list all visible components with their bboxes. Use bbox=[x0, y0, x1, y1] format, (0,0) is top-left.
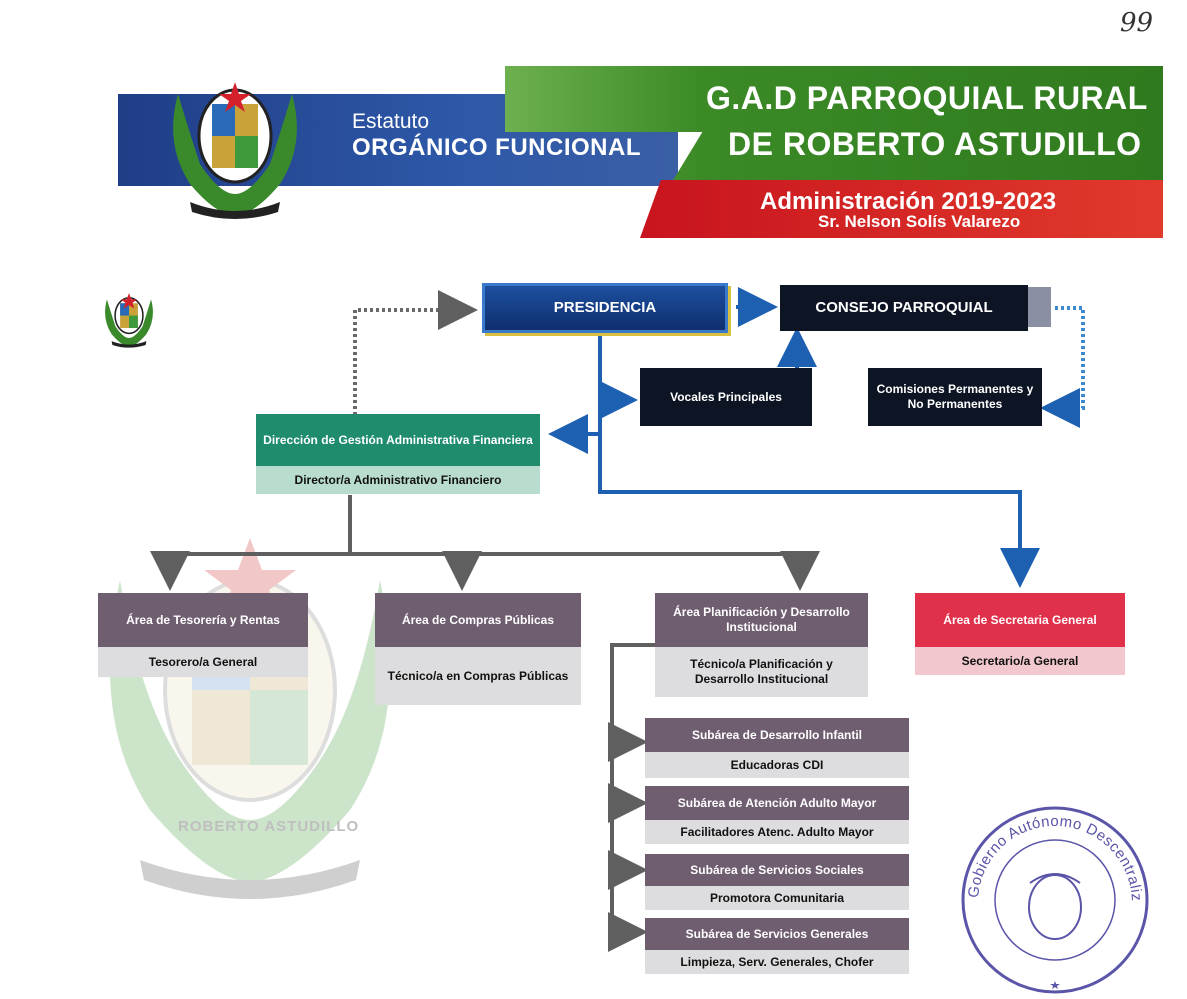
sub-generales-box: Subárea de Servicios Generales bbox=[645, 918, 909, 950]
coat-of-arms-logo bbox=[173, 82, 297, 219]
header-red-band bbox=[640, 180, 1163, 238]
planificacion-role: Técnico/a Planificación y Desarrollo Ins… bbox=[655, 647, 868, 697]
sub-adulto-box: Subárea de Atención Adulto Mayor bbox=[645, 786, 909, 820]
statute-big-text: ORGÁNICO FUNCIONAL bbox=[352, 134, 641, 161]
sub-adulto-role: Facilitadores Atenc. Adulto Mayor bbox=[645, 820, 909, 844]
direccion-role: Director/a Administrativo Financiero bbox=[256, 466, 540, 494]
tesoreria-box: Área de Tesorería y Rentas bbox=[98, 593, 308, 647]
header-title-line2: DE ROBERTO ASTUDILLO bbox=[728, 126, 1142, 162]
direccion-box: Dirección de Gestión Administrativa Fina… bbox=[256, 414, 540, 466]
sub-sociales-box: Subárea de Servicios Sociales bbox=[645, 854, 909, 886]
consejo-parroquial-box: CONSEJO PARROQUIAL bbox=[780, 285, 1028, 331]
compras-role: Técnico/a en Compras Públicas bbox=[375, 647, 581, 705]
planificacion-box: Área Planificación y Desarrollo Instituc… bbox=[655, 593, 868, 647]
consejo-side-tab bbox=[1028, 287, 1051, 327]
sub-generales-role: Limpieza, Serv. Generales, Chofer bbox=[645, 950, 909, 974]
watermark-text: ROBERTO ASTUDILLO bbox=[178, 818, 360, 835]
vocales-box: Vocales Principales bbox=[640, 368, 812, 426]
sub-infantil-box: Subárea de Desarrollo Infantil bbox=[645, 718, 909, 752]
page-number: 99 bbox=[1120, 8, 1154, 38]
admin-name: Sr. Nelson Solís Valarezo bbox=[818, 212, 1021, 231]
statute-small-text: Estatuto bbox=[352, 110, 430, 133]
comisiones-box: Comisiones Permanentes y No Permanentes bbox=[868, 368, 1042, 426]
secretaria-role: Secretario/a General bbox=[915, 647, 1125, 675]
header-title-line1: G.A.D PARROQUIAL RURAL bbox=[706, 80, 1148, 116]
admin-line: Administración 2019-2023 bbox=[760, 188, 1057, 215]
sub-sociales-role: Promotora Comunitaria bbox=[645, 886, 909, 910]
presidencia-box: PRESIDENCIA bbox=[482, 283, 728, 333]
header-banner: Estatuto ORGÁNICO FUNCIONAL G.A.D PARROQ… bbox=[0, 60, 1187, 250]
sub-infantil-role: Educadoras CDI bbox=[645, 752, 909, 778]
small-coat-of-arms-icon bbox=[105, 293, 153, 348]
compras-box: Área de Compras Públicas bbox=[375, 593, 581, 647]
secretaria-box: Área de Secretaria General bbox=[915, 593, 1125, 647]
official-stamp: Gobierno Autónomo Descentralizado Parroq… bbox=[950, 795, 1149, 994]
tesoreria-role: Tesorero/a General bbox=[98, 647, 308, 677]
